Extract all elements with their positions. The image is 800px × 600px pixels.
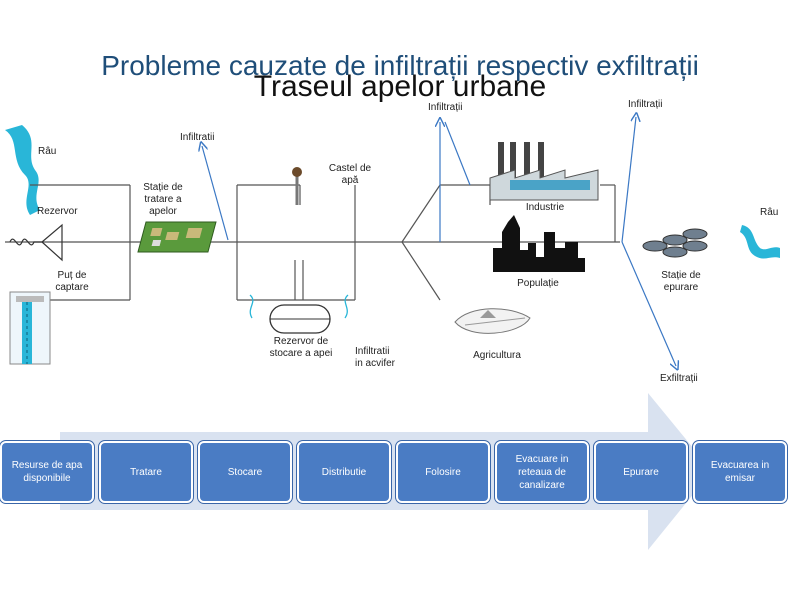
treatment-board-icon bbox=[137, 221, 217, 253]
water-tower-icon bbox=[292, 167, 302, 205]
step-water-resources: Resurse de apa disponibile bbox=[0, 441, 94, 503]
aquifer-infiltration-label: Infiltratii in acvifer bbox=[355, 346, 395, 370]
treatment-plant-line2: epurare bbox=[663, 282, 699, 293]
step-line: Tratare bbox=[130, 466, 162, 478]
water-tower-line1: Castel de bbox=[328, 163, 372, 174]
step-line: Distributie bbox=[321, 466, 367, 478]
step-line: Evacuare in bbox=[515, 453, 569, 465]
river-right-label: Râu bbox=[760, 207, 779, 218]
aquifer-infiltration-line2: in acvifer bbox=[355, 358, 396, 369]
well-label-line1: Puț de bbox=[57, 270, 87, 281]
page-subtitle: Traseul apelor urbane bbox=[253, 70, 547, 103]
treatment-plant-icon bbox=[642, 228, 708, 258]
step-emissary-discharge: Evacuarea in emisar bbox=[693, 441, 787, 503]
step-usage: Folosire bbox=[396, 441, 490, 503]
exfiltration-label: Exfiltrații bbox=[660, 373, 698, 384]
step-line: Folosire bbox=[425, 466, 461, 478]
step-line: Evacuarea in bbox=[710, 460, 770, 471]
treatment-station-line2: tratare a bbox=[144, 194, 182, 205]
step-distribution: Distributie bbox=[297, 441, 391, 503]
step-line: canalizare bbox=[519, 479, 565, 491]
well-icon bbox=[9, 291, 51, 365]
storage-tank-line2: stocare a apei bbox=[269, 348, 333, 359]
step-line: disponibile bbox=[23, 473, 71, 484]
treatment-station-line3: apelor bbox=[149, 206, 177, 217]
storage-tank-label: Rezervor de stocare a apei bbox=[258, 336, 344, 360]
river-left-label: Râu bbox=[38, 146, 57, 157]
treatment-plant-label: Stație de epurare bbox=[650, 270, 712, 294]
step-storage: Stocare bbox=[198, 441, 292, 503]
reservoir-icon bbox=[9, 223, 63, 262]
step-treatment: Tratare bbox=[99, 441, 193, 503]
infiltration-label-3: Infiltrații bbox=[628, 99, 663, 110]
agriculture-label: Agricultura bbox=[473, 350, 521, 361]
river-icon-right bbox=[740, 225, 780, 259]
well-label-line2: captare bbox=[55, 282, 89, 293]
river-icon bbox=[5, 125, 40, 215]
exfiltration-arrow bbox=[621, 241, 676, 366]
storage-tank-line1: Rezervor de bbox=[273, 336, 329, 347]
infiltration-label-1: Infiltratii bbox=[180, 132, 215, 143]
water-tower-label: Castel de apă bbox=[320, 163, 380, 187]
step-line: Stocare bbox=[227, 466, 263, 478]
step-line: Epurare bbox=[623, 466, 659, 478]
infiltration-arrow-2b bbox=[444, 121, 471, 186]
step-line: reteaua de bbox=[518, 466, 566, 478]
page-title: Probleme cauzate de infiltrații respecti… bbox=[101, 50, 699, 81]
reservoir-label: Rezervor bbox=[37, 206, 78, 217]
storage-tank-icon bbox=[249, 294, 349, 334]
step-line: emisar bbox=[724, 473, 755, 484]
infiltration-label-2: Infiltrații bbox=[428, 102, 463, 113]
well-label: Puț de captare bbox=[42, 270, 102, 294]
infiltration-arrow-3 bbox=[621, 117, 636, 243]
population-label: Populație bbox=[517, 278, 559, 289]
water-tower-line2: apă bbox=[341, 175, 359, 186]
industry-label: Industrie bbox=[525, 202, 565, 213]
treatment-plant-line1: Stație de bbox=[661, 270, 701, 281]
factory-icon bbox=[489, 142, 599, 201]
farm-icon bbox=[454, 308, 531, 334]
aquifer-infiltration-line1: Infiltratii bbox=[355, 346, 390, 357]
infiltration-arrow-1 bbox=[202, 146, 229, 241]
city-skyline-icon bbox=[493, 215, 585, 272]
treatment-station-line1: Stație de bbox=[143, 182, 183, 193]
step-purification: Epurare bbox=[594, 441, 688, 503]
step-line: Resurse de apa bbox=[11, 460, 83, 471]
treatment-station-label: Stație de tratare a apelor bbox=[133, 182, 193, 218]
